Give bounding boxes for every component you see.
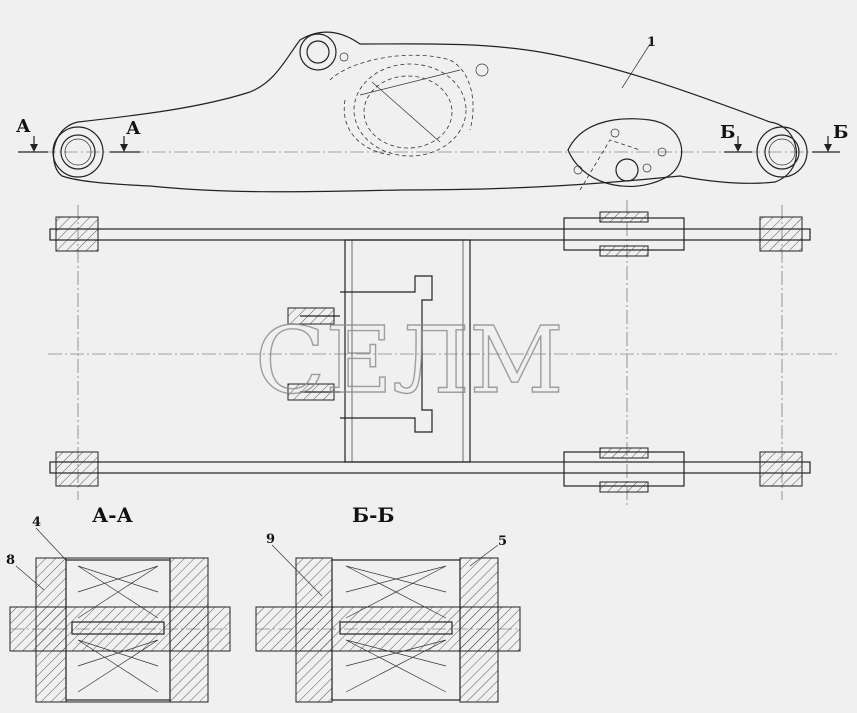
callout-1: 1 bbox=[647, 35, 656, 50]
section-label-a-left: А bbox=[16, 116, 31, 137]
section-title-bb: Б-Б bbox=[352, 503, 394, 527]
arm-side-view bbox=[20, 31, 840, 193]
section-aa bbox=[9, 527, 231, 703]
callout-4: 4 bbox=[32, 515, 41, 530]
callout-9: 9 bbox=[266, 532, 275, 547]
watermark: СЕЛМ bbox=[255, 307, 564, 414]
section-title-aa: А-А bbox=[92, 503, 134, 527]
section-label-b-left: Б bbox=[720, 122, 735, 143]
callout-5: 5 bbox=[498, 534, 507, 549]
arm-plan-view bbox=[48, 200, 840, 505]
callout-8: 8 bbox=[6, 553, 15, 568]
section-label-b-right: Б bbox=[833, 122, 848, 143]
section-markers bbox=[18, 136, 840, 153]
section-label-a-right: А bbox=[126, 118, 141, 139]
section-bb bbox=[255, 544, 521, 703]
